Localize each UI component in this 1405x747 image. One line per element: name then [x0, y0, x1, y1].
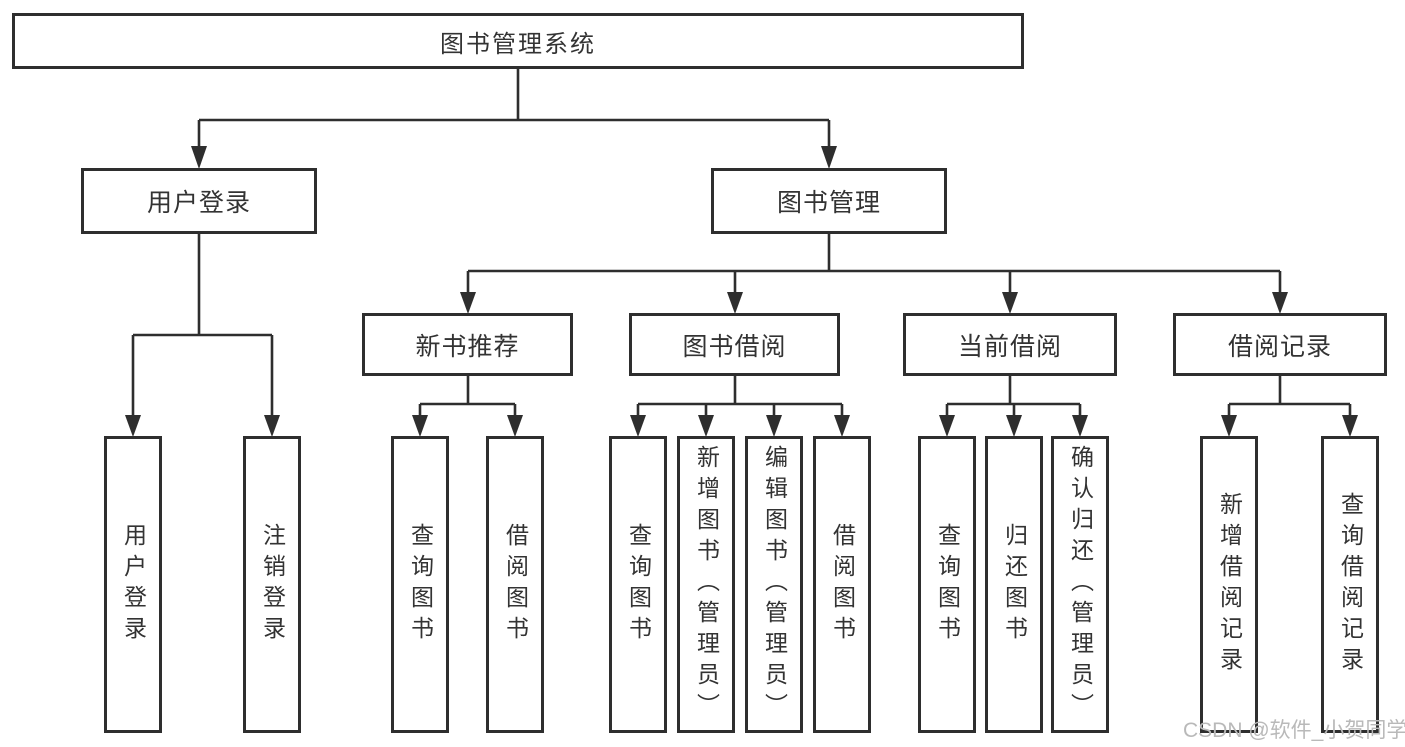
node-current-borrowing: 当前借阅	[903, 313, 1117, 376]
node-label: 借阅记录	[1227, 332, 1332, 361]
node-leaf-edit-books-admin: 编辑图书（管理员）	[745, 436, 803, 733]
node-label: 图书借阅	[682, 332, 787, 361]
node-leaf-user-login: 用户登录	[104, 436, 162, 733]
node-label: 确认归还（管理员）	[1067, 445, 1094, 724]
node-book-management: 图书管理	[711, 168, 947, 234]
node-label: 借阅图书	[829, 522, 856, 647]
node-label: 当前借阅	[957, 332, 1062, 361]
node-label: 新书推荐	[415, 332, 520, 361]
node-borrowing-records: 借阅记录	[1173, 313, 1387, 376]
node-user-login: 用户登录	[81, 168, 317, 234]
node-label: 图书管理系统	[440, 30, 596, 58]
node-label: 用户登录	[146, 189, 251, 217]
node-label: 编辑图书（管理员）	[761, 445, 788, 724]
node-label: 图书管理	[776, 189, 881, 217]
node-leaf-borrow-books: 借阅图书	[486, 436, 544, 733]
node-leaf-confirm-return-admin: 确认归还（管理员）	[1051, 436, 1109, 733]
node-label: 查询图书	[934, 522, 961, 647]
node-new-book-recommend: 新书推荐	[362, 313, 573, 376]
node-leaf-query-books: 查询图书	[609, 436, 667, 733]
node-label: 查询借阅记录	[1337, 491, 1364, 678]
node-leaf-query-borrow-record: 查询借阅记录	[1321, 436, 1379, 733]
node-leaf-query-books: 查询图书	[391, 436, 449, 733]
node-label: 新增图书（管理员）	[693, 445, 720, 724]
node-label: 借阅图书	[502, 522, 529, 647]
node-leaf-return-books: 归还图书	[985, 436, 1043, 733]
node-label: 用户登录	[120, 522, 147, 647]
node-label: 查询图书	[625, 522, 652, 647]
node-leaf-logout: 注销登录	[243, 436, 301, 733]
node-label: 新增借阅记录	[1216, 491, 1243, 678]
csdn-watermark: CSDN @软件_小贺同学	[1183, 719, 1405, 742]
node-label: 注销登录	[259, 522, 286, 647]
node-book-borrowing: 图书借阅	[629, 313, 840, 376]
node-label: 归还图书	[1001, 522, 1028, 647]
node-leaf-query-books: 查询图书	[918, 436, 976, 733]
node-leaf-add-borrow-record: 新增借阅记录	[1200, 436, 1258, 733]
node-library-management-system: 图书管理系统	[12, 13, 1024, 69]
node-leaf-add-books-admin: 新增图书（管理员）	[677, 436, 735, 733]
node-label: 查询图书	[407, 522, 434, 647]
node-leaf-borrow-books: 借阅图书	[813, 436, 871, 733]
